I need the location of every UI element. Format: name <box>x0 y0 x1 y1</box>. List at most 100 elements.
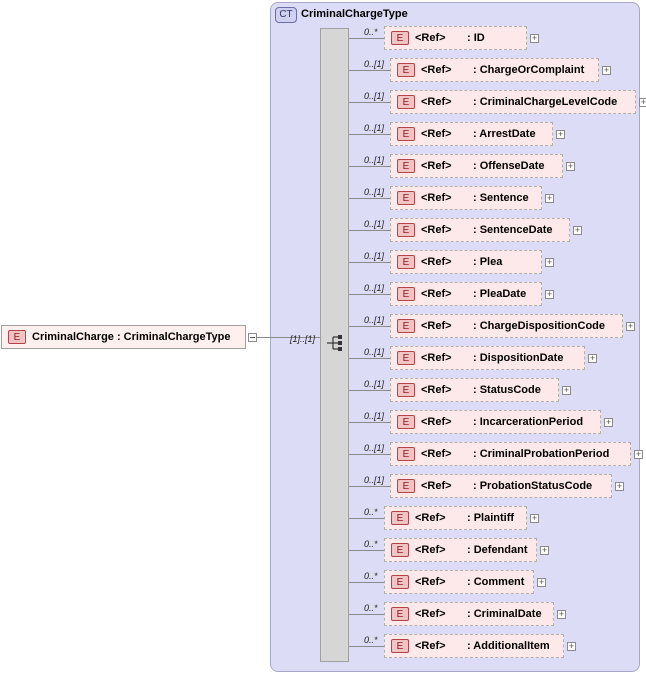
element-name: : IncarcerationPeriod <box>473 416 584 428</box>
complex-type-name: CriminalChargeType <box>301 8 408 20</box>
element-row[interactable]: E<Ref>: Plaintiff <box>384 506 527 530</box>
element-name: : OffenseDate <box>473 160 545 172</box>
element-row[interactable]: E <Ref> : Defendant <box>384 538 537 562</box>
expand-icon[interactable]: + <box>588 353 597 363</box>
expand-icon[interactable]: + <box>626 321 635 331</box>
element-icon: E <box>397 447 415 461</box>
element-name: : Defendant <box>467 544 528 556</box>
collapse-icon[interactable] <box>248 333 257 342</box>
expand-icon[interactable]: + <box>545 193 554 203</box>
expand-icon[interactable]: + <box>634 449 643 459</box>
row-connector <box>349 646 384 647</box>
element-ref: <Ref> <box>421 320 452 332</box>
expand-icon[interactable]: + <box>530 513 539 523</box>
element-row[interactable]: E<Ref>: PleaDate <box>390 282 542 306</box>
element-row[interactable]: E<Ref>: Plea <box>390 250 542 274</box>
sequence-compositor[interactable] <box>320 28 349 662</box>
element-icon: E <box>391 543 409 557</box>
row-connector <box>349 422 390 423</box>
element-ref: <Ref> <box>415 608 446 620</box>
element-row[interactable]: E<Ref>: ProbationStatusCode <box>390 474 612 498</box>
root-element[interactable]: E CriminalCharge : CriminalChargeType <box>1 325 246 349</box>
element-multiplicity: 0..* <box>364 571 378 581</box>
row-connector <box>349 134 390 135</box>
element-icon: E <box>391 639 409 653</box>
element-icon: E <box>397 383 415 397</box>
element-multiplicity: 0..[1] <box>364 155 385 165</box>
element-row[interactable]: E<Ref>: ChargeDispositionCode <box>390 314 623 338</box>
element-icon: E <box>397 223 415 237</box>
element-name: : AdditionalItem <box>467 640 550 652</box>
row-connector <box>349 486 390 487</box>
element-multiplicity: 0..[1] <box>364 251 385 261</box>
expand-icon[interactable]: + <box>540 545 549 555</box>
row-connector <box>349 70 390 71</box>
element-ref: <Ref> <box>415 32 446 44</box>
element-icon: E <box>8 330 26 344</box>
expand-icon[interactable]: + <box>567 641 576 651</box>
element-name: : DispositionDate <box>473 352 564 364</box>
element-multiplicity: 0..[1] <box>364 443 385 453</box>
root-multiplicity: [1]..[1] <box>290 334 316 344</box>
row-connector <box>349 198 390 199</box>
element-row[interactable]: E<Ref>: SentenceDate <box>390 218 570 242</box>
element-ref: <Ref> <box>421 128 452 140</box>
element-ref: <Ref> <box>415 512 446 524</box>
element-name: : CriminalChargeLevelCode <box>473 96 618 108</box>
element-row[interactable]: E <Ref> : IncarcerationPeriod <box>390 410 601 434</box>
expand-icon[interactable]: + <box>604 417 613 427</box>
element-multiplicity: 0..* <box>364 27 378 37</box>
element-row[interactable]: E<Ref>: ArrestDate <box>390 122 553 146</box>
element-name: : SentenceDate <box>473 224 553 236</box>
element-name: : Sentence <box>473 192 529 204</box>
expand-icon[interactable]: + <box>602 65 611 75</box>
expand-icon[interactable]: + <box>566 161 575 171</box>
element-row[interactable]: E<Ref>: AdditionalItem <box>384 634 564 658</box>
element-row[interactable]: E<Ref>: Comment <box>384 570 534 594</box>
element-row[interactable]: E<Ref>: CriminalDate <box>384 602 554 626</box>
expand-icon[interactable]: + <box>573 225 582 235</box>
element-icon: E <box>397 255 415 269</box>
element-row[interactable]: E<Ref>: Sentence <box>390 186 542 210</box>
expand-icon[interactable]: + <box>530 33 539 43</box>
element-icon: E <box>397 127 415 141</box>
element-row[interactable]: E<Ref>: DispositionDate <box>390 346 585 370</box>
row-connector <box>349 262 390 263</box>
row-connector <box>349 518 384 519</box>
element-name: : StatusCode <box>473 384 541 396</box>
element-multiplicity: 0..[1] <box>364 91 385 101</box>
expand-icon[interactable]: + <box>545 257 554 267</box>
element-row[interactable]: E <Ref> : CriminalProbationPeriod <box>390 442 631 466</box>
complex-type-badge: CT <box>275 7 297 23</box>
expand-icon[interactable]: + <box>545 289 554 299</box>
element-name: : ID <box>467 32 485 44</box>
expand-icon[interactable]: + <box>537 577 546 587</box>
element-ref: <Ref> <box>421 384 452 396</box>
element-icon: E <box>397 63 415 77</box>
element-multiplicity: 0..[1] <box>364 347 385 357</box>
element-ref: <Ref> <box>421 96 452 108</box>
element-name: : Plaintiff <box>467 512 515 524</box>
element-row[interactable]: E<Ref>: OffenseDate <box>390 154 563 178</box>
expand-icon[interactable]: + <box>639 97 646 107</box>
expand-icon[interactable]: + <box>562 385 571 395</box>
element-row[interactable]: E<Ref>: ChargeOrComplaint <box>390 58 599 82</box>
element-name: : ProbationStatusCode <box>473 480 593 492</box>
element-icon: E <box>397 191 415 205</box>
expand-icon[interactable]: + <box>557 609 566 619</box>
element-row[interactable]: E<Ref>: CriminalChargeLevelCode <box>390 90 636 114</box>
element-ref: <Ref> <box>421 416 452 428</box>
element-icon: E <box>397 351 415 365</box>
expand-icon[interactable]: + <box>615 481 624 491</box>
element-ref: <Ref> <box>415 544 446 556</box>
element-name: : CriminalProbationPeriod <box>473 448 610 460</box>
element-icon: E <box>397 479 415 493</box>
element-multiplicity: 0..[1] <box>364 123 385 133</box>
element-icon: E <box>397 415 415 429</box>
element-row[interactable]: E <Ref> : StatusCode <box>390 378 559 402</box>
element-multiplicity: 0..[1] <box>364 411 385 421</box>
element-ref: <Ref> <box>421 448 452 460</box>
root-connector <box>257 337 320 338</box>
element-row[interactable]: E<Ref>: ID <box>384 26 527 50</box>
expand-icon[interactable]: + <box>556 129 565 139</box>
